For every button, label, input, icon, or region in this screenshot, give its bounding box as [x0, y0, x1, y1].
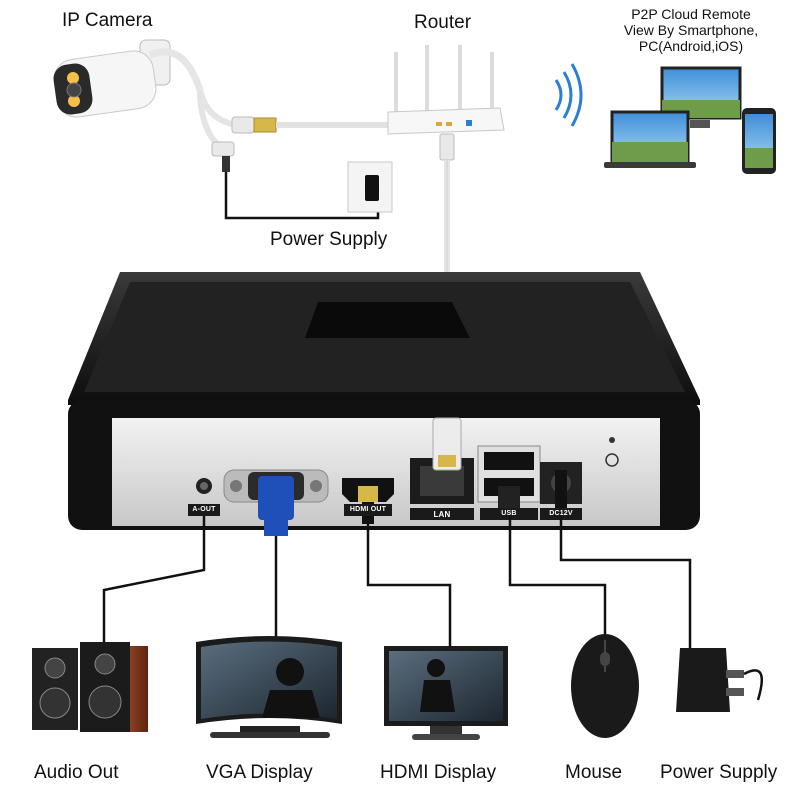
- dc-port-label: DC12V: [549, 510, 573, 517]
- ip-camera-label: IP Camera: [62, 10, 153, 31]
- power-adapter-icon: [347, 161, 393, 213]
- hdmi-monitor-icon: [384, 646, 508, 740]
- mouse-icon: [571, 634, 639, 738]
- cloud-remote-line3: PC(Android,iOS): [638, 38, 744, 54]
- lan-port: [410, 417, 474, 520]
- vga-port: [223, 469, 329, 536]
- audio-port: [188, 478, 220, 516]
- vga-display-label: VGA Display: [206, 762, 313, 783]
- top-power-supply-label: Power Supply: [270, 229, 388, 250]
- output-cables: [102, 510, 692, 650]
- power-adapter-bottom-icon: [676, 648, 763, 712]
- lan-port-label: LAN: [433, 510, 451, 519]
- cloud-remote-line1: P2P Cloud Remote: [631, 6, 751, 22]
- bottom-power-supply-label: Power Supply: [660, 762, 778, 783]
- audio-port-label: A-OUT: [192, 506, 216, 513]
- usb-port: [477, 445, 541, 520]
- hdmi-port-label: HDMI OUT: [349, 506, 387, 513]
- ip-camera-icon: [53, 39, 204, 118]
- camera-cable: [197, 89, 395, 172]
- mouse-label: Mouse: [565, 762, 623, 783]
- hdmi-port: [342, 478, 394, 524]
- speakers-icon: [32, 642, 148, 732]
- router-label: Router: [414, 12, 472, 33]
- vga-monitor-icon: [196, 636, 342, 738]
- cloud-remote-line2: View By Smartphone,: [623, 22, 759, 38]
- wifi-icon: [554, 63, 583, 127]
- cloud-remote-label: P2P Cloud Remote View By Smartphone, PC(…: [596, 6, 786, 54]
- usb-port-label: USB: [501, 510, 517, 517]
- audio-out-label: Audio Out: [34, 762, 119, 783]
- devices-icon: [604, 66, 776, 174]
- hdmi-display-label: HDMI Display: [380, 762, 497, 783]
- router-icon: [387, 45, 505, 135]
